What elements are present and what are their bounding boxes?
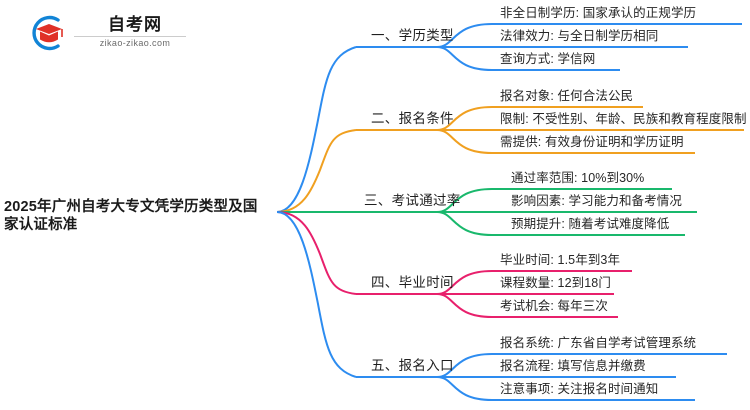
leaf-label-1-1[interactable]: 非全日制学历: 国家承认的正规学历 bbox=[500, 6, 697, 20]
leaf-label-5-1[interactable]: 报名系统: 广东省自学考试管理系统 bbox=[500, 336, 697, 350]
logo-text: 自考网 zikao-zikao.com bbox=[74, 15, 194, 49]
leaf-label-4-3[interactable]: 考试机会: 每年三次 bbox=[500, 299, 608, 313]
graduation-cap-icon bbox=[32, 15, 63, 51]
branch-label-3[interactable]: 三、考试通过率 bbox=[364, 193, 461, 208]
branch-label-2[interactable]: 二、报名条件 bbox=[371, 111, 454, 126]
leaf-label-5-3[interactable]: 注意事项: 关注报名时间通知 bbox=[500, 382, 659, 396]
leaf-label-1-3[interactable]: 查询方式: 学信网 bbox=[500, 52, 596, 66]
logo-divider bbox=[74, 36, 186, 37]
leaf-label-2-1[interactable]: 报名对象: 任何合法公民 bbox=[500, 89, 634, 103]
logo-title: 自考网 bbox=[108, 15, 162, 34]
leaf-label-3-1[interactable]: 通过率范围: 10%到30% bbox=[511, 171, 645, 185]
branch-label-5[interactable]: 五、报名入口 bbox=[371, 358, 454, 373]
leaf-label-5-2[interactable]: 报名流程: 填写信息并缴费 bbox=[500, 359, 646, 373]
site-logo: 自考网 zikao-zikao.com bbox=[28, 12, 198, 54]
leaf-label-1-2[interactable]: 法律效力: 与全日制学历相同 bbox=[500, 29, 659, 43]
root-node-label: 2025年广州自考大专文凭学历类型及国家认证标准 bbox=[4, 199, 258, 233]
leaf-label-4-1[interactable]: 毕业时间: 1.5年到3年 bbox=[500, 253, 621, 267]
leaf-label-3-3[interactable]: 预期提升: 随着考试难度降低 bbox=[511, 217, 670, 231]
leaf-label-2-2[interactable]: 限制: 不受性别、年龄、民族和教育程度限制 bbox=[500, 112, 747, 126]
leaf-label-4-2[interactable]: 课程数量: 12到18门 bbox=[500, 276, 611, 290]
leaf-label-3-2[interactable]: 影响因素: 学习能力和备考情况 bbox=[511, 194, 682, 208]
logo-domain: zikao-zikao.com bbox=[99, 38, 171, 48]
branch-label-4[interactable]: 四、毕业时间 bbox=[371, 275, 454, 290]
leaf-label-2-3[interactable]: 需提供: 有效身份证明和学历证明 bbox=[500, 135, 684, 149]
branch-label-1[interactable]: 一、学历类型 bbox=[371, 28, 454, 43]
